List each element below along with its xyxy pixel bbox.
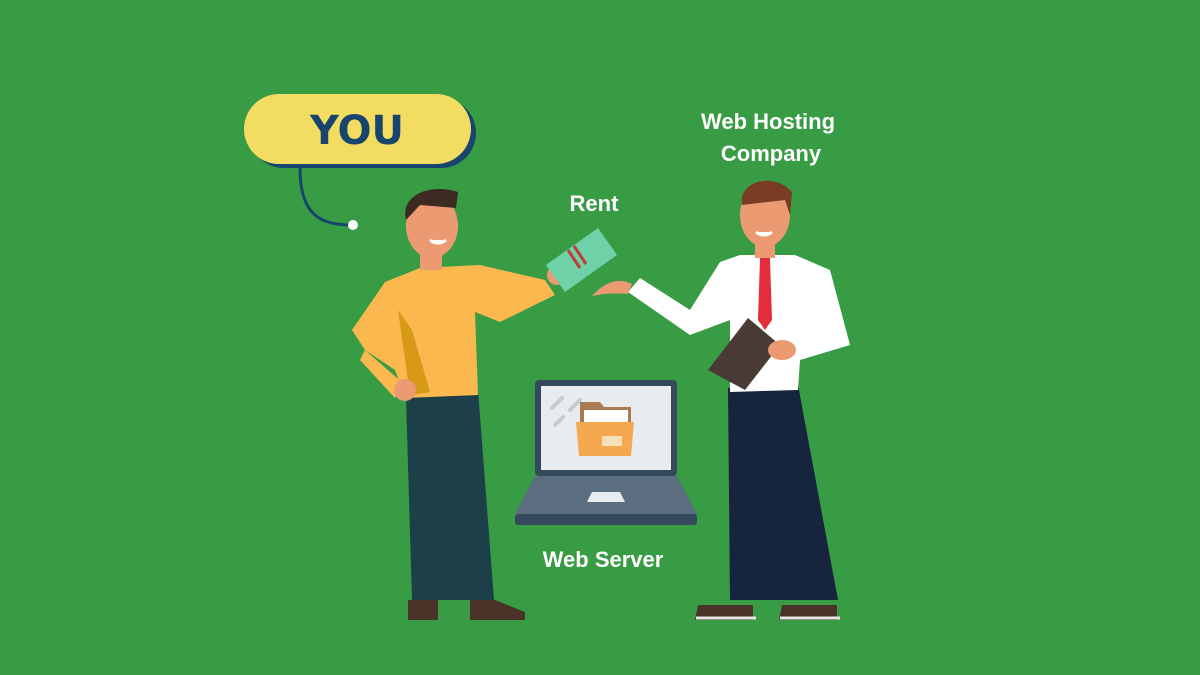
customer-figure [352,189,617,620]
web-server-label: Web Server [543,547,664,572]
host-figure [592,180,850,620]
badge-pointer-dot [348,220,358,230]
folder-document [708,318,780,390]
rent-label: Rent [570,191,620,216]
host-label-line2: Company [721,141,822,166]
you-label: YOU [309,108,404,154]
badge-pointer-line [298,167,353,227]
you-badge: YOU [244,94,476,230]
laptop-server-icon [515,380,697,525]
money-stack-icon [546,228,617,292]
host-label-line1: Web Hosting [701,109,835,134]
folder-icon [576,402,634,456]
